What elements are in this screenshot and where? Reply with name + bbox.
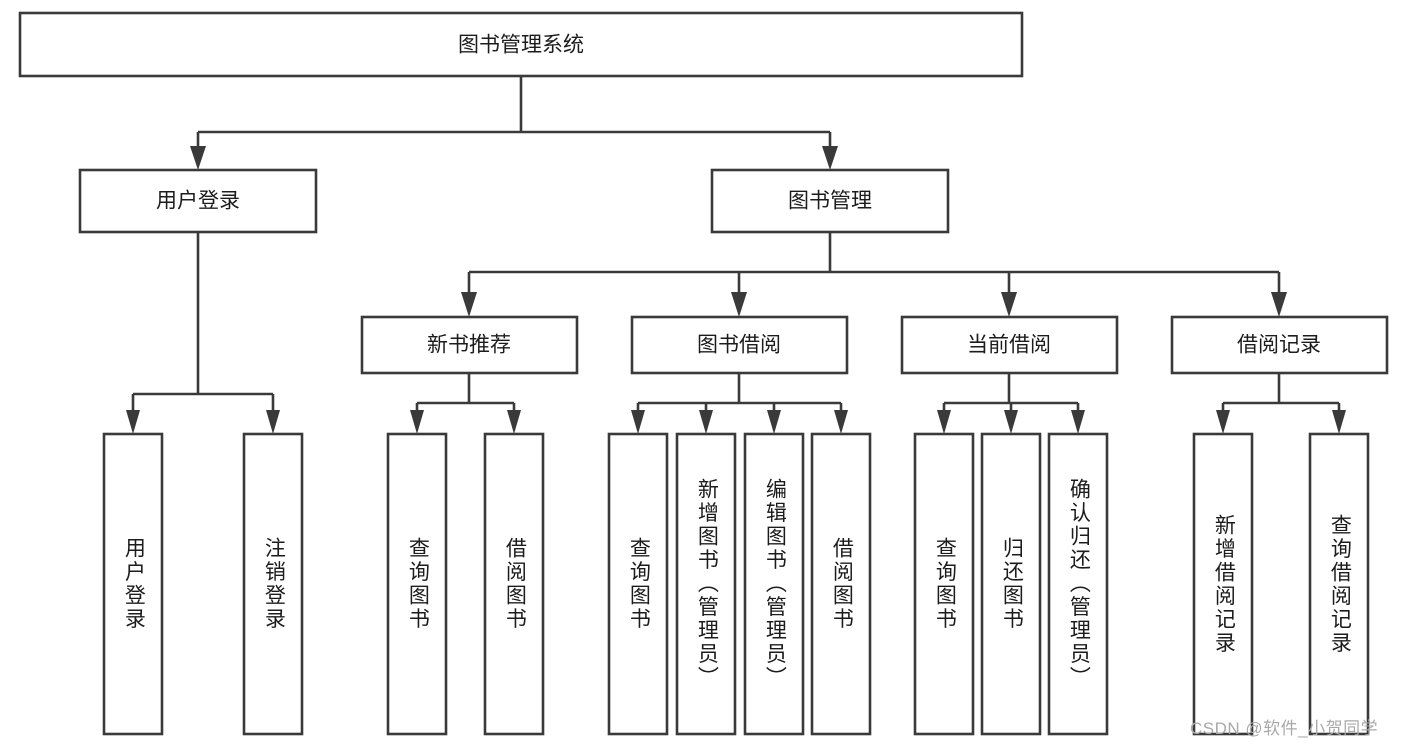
leaf-return-book-box[interactable] [980, 432, 1042, 736]
arrowhead-borrow-record [1271, 292, 1287, 317]
node-borrow-record-box[interactable] [1170, 315, 1389, 375]
node-current-borrow[interactable]: 当前借阅 [900, 315, 1119, 375]
node-book-manage[interactable]: 图书管理 [710, 168, 950, 234]
node-user-login-box[interactable] [78, 168, 318, 234]
node-book-manage-box[interactable] [710, 168, 950, 234]
arrowhead-book-borrow [731, 292, 747, 317]
arrowhead-bb1 [507, 410, 521, 434]
node-new-book-recommend[interactable]: 新书推荐 [360, 315, 579, 375]
node-book-manage-label: 图书管理 [788, 190, 872, 213]
leaf-query-record-box[interactable] [1308, 432, 1370, 736]
node-root-box[interactable] [18, 11, 1024, 78]
leaf-box-group [102, 432, 1370, 736]
node-book-borrow[interactable]: 图书借阅 [630, 315, 849, 375]
leaf-user-login-box[interactable] [102, 432, 164, 736]
connector-group [126, 76, 1346, 434]
node-current-borrow-box[interactable] [900, 315, 1119, 375]
arrowhead-addrecord [1216, 410, 1230, 434]
node-new-book-recommend-box[interactable] [360, 315, 579, 375]
leaf-query-book-3-box[interactable] [913, 432, 975, 736]
node-user-login[interactable]: 用户登录 [78, 168, 318, 234]
leaf-add-book-box[interactable] [675, 432, 737, 736]
leaf-edit-book-box[interactable] [743, 432, 805, 736]
leaf-borrow-book-2-box[interactable] [810, 432, 872, 736]
node-user-login-label: 用户登录 [156, 190, 240, 213]
node-book-borrow-label: 图书借阅 [697, 334, 781, 357]
arrowhead-leaf-user-login [126, 410, 140, 434]
arrowhead-qb2 [631, 410, 645, 434]
node-root[interactable]: 图书管理系统 [18, 11, 1024, 78]
arrowhead-leaf-logout [266, 410, 280, 434]
arrowhead-qb1 [410, 410, 424, 434]
node-root-label: 图书管理系统 [458, 34, 584, 57]
node-book-borrow-box[interactable] [630, 315, 849, 375]
node-borrow-record-label: 借阅记录 [1237, 334, 1321, 357]
arrowhead-new-book [461, 292, 477, 317]
leaf-confirm-return-box[interactable] [1047, 432, 1109, 736]
arrowhead-user-login [190, 146, 206, 170]
arrowhead-editbook [767, 410, 781, 434]
leaf-borrow-book-1-box[interactable] [483, 432, 545, 736]
arrowhead-bb2 [834, 410, 848, 434]
arrowhead-confirmreturn [1071, 410, 1085, 434]
arrowhead-book-manage [822, 146, 838, 170]
leaf-query-book-1-box[interactable] [386, 432, 448, 736]
arrowhead-current-borrow [1001, 292, 1017, 317]
arrowhead-addbook [699, 410, 713, 434]
leaf-logout-box[interactable] [242, 432, 304, 736]
arrowhead-queryrecord [1332, 410, 1346, 434]
node-new-book-recommend-label: 新书推荐 [427, 334, 511, 357]
watermark-text: CSDN @软件_小贺同学 [1190, 719, 1379, 738]
arrowhead-returnbook [1004, 410, 1018, 434]
arrowhead-qb3 [937, 410, 951, 434]
leaf-query-book-2-box[interactable] [607, 432, 669, 736]
leaf-add-record-box[interactable] [1192, 432, 1254, 736]
node-current-borrow-label: 当前借阅 [967, 334, 1051, 357]
node-borrow-record[interactable]: 借阅记录 [1170, 315, 1389, 375]
